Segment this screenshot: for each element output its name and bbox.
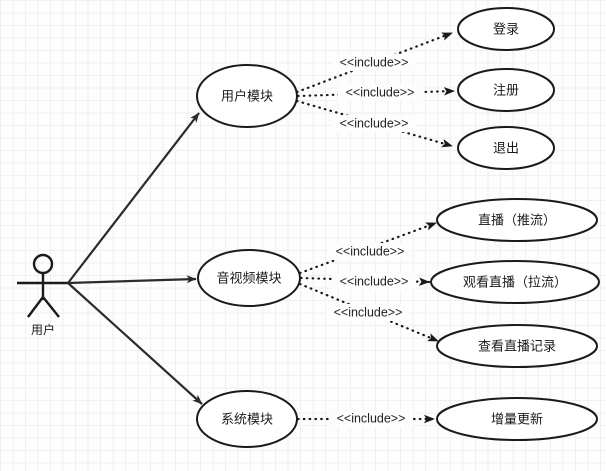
use-case-label: 退出 [493, 140, 519, 155]
module-label: 系统模块 [221, 411, 273, 426]
ellipse-shape [457, 68, 555, 112]
use-case-incremental-update[interactable]: 增量更新 [436, 397, 598, 441]
label-backdrop [332, 273, 416, 290]
ellipse-shape [457, 7, 555, 51]
ellipse-shape [436, 397, 598, 441]
stereotype-text: <<include>> [340, 274, 409, 288]
actor-user[interactable]: 用户 [17, 253, 69, 337]
association-lines [67, 112, 203, 405]
include-stereotype-labels: <<include>> <<include>> <<include>> <<in… [326, 54, 422, 427]
stereotype-text: <<include>> [334, 305, 403, 319]
label-backdrop [326, 304, 410, 321]
stereotype-label-sys-incremental: <<include>> [329, 410, 413, 427]
use-case-live-pull[interactable]: 观看直播（拉流） [430, 260, 600, 304]
include-av-module-to-live-push[interactable] [298, 221, 438, 275]
association-actor-to-av-module[interactable] [67, 275, 197, 285]
stereotype-label-av-live-records: <<include>> [326, 304, 410, 321]
use-case-login[interactable]: 登录 [457, 7, 555, 51]
use-case-label: 注册 [493, 82, 519, 97]
label-backdrop [332, 115, 416, 132]
label-backdrop [328, 243, 412, 260]
include-user-module-to-login[interactable] [295, 31, 454, 94]
association-actor-to-user-module[interactable] [67, 112, 200, 284]
ellipse-shape [196, 390, 298, 448]
use-case-label: 登录 [493, 21, 519, 36]
stereotype-text: <<include>> [337, 411, 406, 425]
actor-head-icon [32, 253, 54, 275]
actor-leg-left [27, 296, 44, 318]
ellipse-shape [430, 260, 600, 304]
actor-leg-right [42, 296, 60, 318]
module-system-module[interactable]: 系统模块 [196, 390, 298, 448]
ellipse-shape [457, 126, 555, 170]
use-case-live-records[interactable]: 查看直播记录 [436, 324, 598, 368]
module-label: 用户模块 [221, 88, 273, 103]
use-case-logout[interactable]: 退出 [457, 126, 555, 170]
ellipse-shape [436, 324, 598, 368]
label-backdrop [338, 84, 422, 101]
stereotype-text: <<include>> [340, 116, 409, 130]
use-case-live-push[interactable]: 直播（推流） [436, 198, 598, 242]
use-case-label: 观看直播（拉流） [463, 274, 567, 289]
use-case-label: 直播（推流） [478, 212, 556, 227]
association-actor-to-system-module[interactable] [67, 282, 203, 405]
use-case-label: 增量更新 [491, 411, 543, 426]
ellipse-shape [197, 249, 301, 307]
actor-label: 用户 [31, 322, 55, 337]
module-av-module[interactable]: 音视频模块 [197, 249, 301, 307]
use-case-label: 查看直播记录 [478, 338, 556, 353]
label-backdrop [329, 410, 413, 427]
ellipse-shape [436, 198, 598, 242]
ellipse-shape [196, 64, 298, 128]
stereotype-label-av-live-push: <<include>> [328, 243, 412, 260]
use-case-register[interactable]: 注册 [457, 68, 555, 112]
stereotype-label-user-register: <<include>> [338, 84, 422, 101]
module-label: 音视频模块 [216, 270, 281, 285]
stereotype-label-user-logout: <<include>> [332, 115, 416, 132]
stereotype-text: <<include>> [340, 55, 409, 69]
stereotype-label-av-live-pull: <<include>> [332, 273, 416, 290]
label-backdrop [332, 54, 416, 71]
stereotype-label-user-login: <<include>> [332, 54, 416, 71]
stereotype-text: <<include>> [346, 85, 415, 99]
stereotype-text: <<include>> [336, 244, 405, 258]
module-user-module[interactable]: 用户模块 [196, 64, 298, 128]
